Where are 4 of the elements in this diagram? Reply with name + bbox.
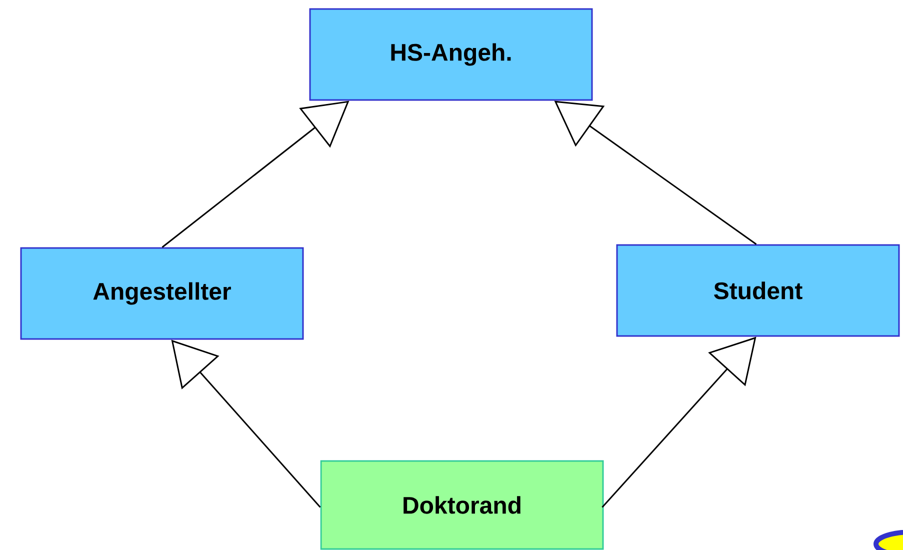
class-box: HS-Angeh.: [309, 8, 593, 101]
class-box: Doktorand: [320, 460, 604, 550]
class-box: Student: [616, 244, 900, 337]
class-box: Angestellter: [20, 247, 304, 340]
